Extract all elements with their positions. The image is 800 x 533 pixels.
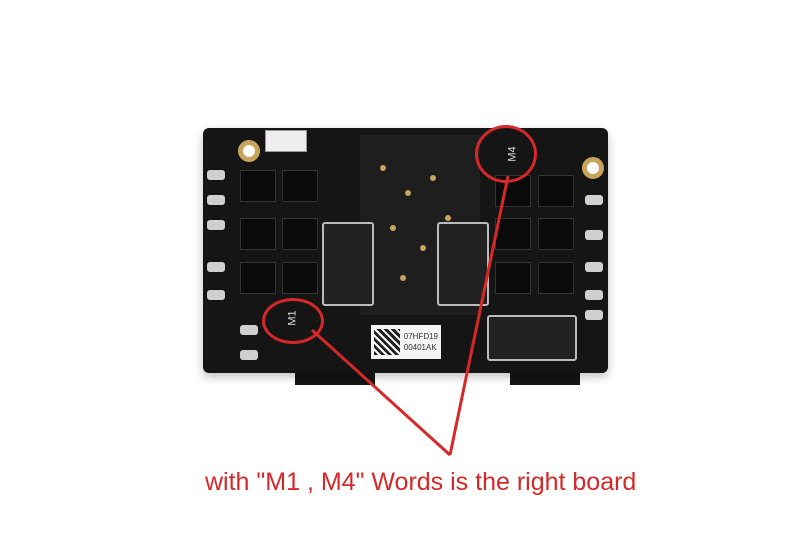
arrow-line-m1 bbox=[310, 328, 452, 457]
mounting-hole bbox=[582, 157, 604, 179]
arrow-line-m4 bbox=[448, 175, 510, 456]
serial-label: 07HFD19 00401AK bbox=[371, 325, 441, 359]
annotation-caption: with "M1 , M4" Words is the right board bbox=[205, 468, 637, 496]
m1-highlight-circle bbox=[262, 298, 324, 344]
qr-code bbox=[374, 329, 400, 355]
connector bbox=[265, 130, 307, 152]
mounting-hole bbox=[238, 140, 260, 162]
inductor bbox=[437, 222, 489, 306]
inductor bbox=[487, 315, 577, 361]
inductor bbox=[322, 222, 374, 306]
